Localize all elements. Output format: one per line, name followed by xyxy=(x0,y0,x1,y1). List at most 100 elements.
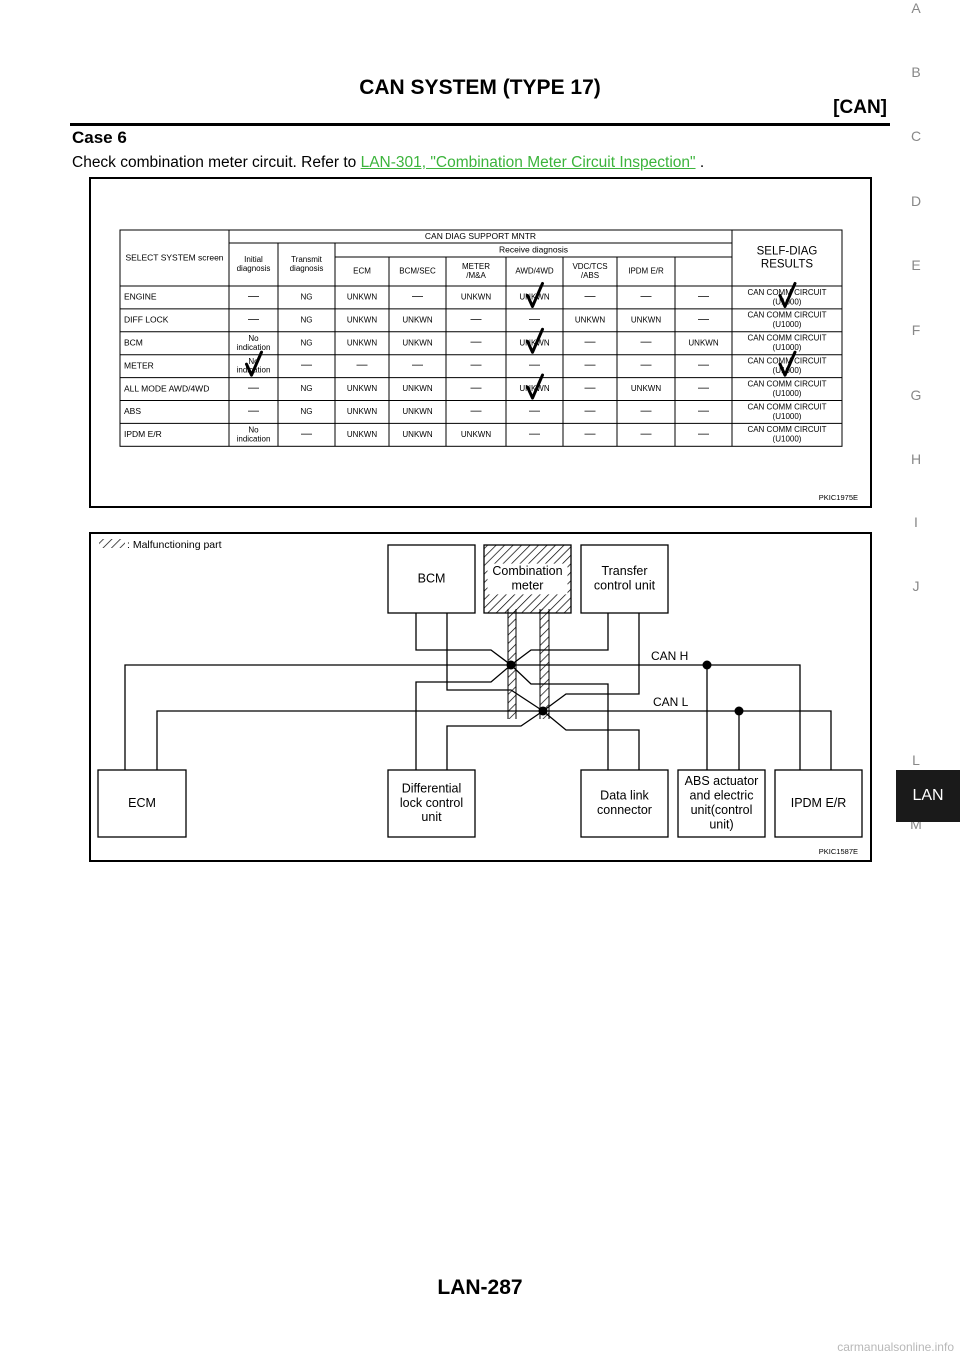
cell-value: No xyxy=(248,426,259,435)
check-mark-icon xyxy=(526,373,544,400)
page-title: CAN SYSTEM (TYPE 17) xyxy=(359,76,601,99)
ecm-unit: ECM xyxy=(97,769,187,838)
header-awd: AWD/4WD xyxy=(515,267,554,276)
unit-box xyxy=(580,544,669,614)
side-index-letter[interactable]: F xyxy=(911,322,921,338)
header-ipdm: IPDM E/R xyxy=(628,267,664,276)
header-transmit-diag: diagnosis xyxy=(290,264,324,273)
bcm-unit: BCM xyxy=(387,544,476,614)
transfer-can-h-wire xyxy=(510,609,609,666)
reference-link[interactable]: LAN-301, "Combination Meter Circuit Insp… xyxy=(360,154,696,171)
can-l-label: CAN L xyxy=(653,695,689,709)
instruction-text: Check combination meter circuit. Refer t… xyxy=(72,154,704,172)
section-tag: [CAN] xyxy=(833,97,887,118)
cell-value: NG xyxy=(301,384,313,393)
side-index-letter[interactable]: I xyxy=(914,514,918,530)
side-index-letter[interactable]: M xyxy=(910,816,922,832)
junction-dot xyxy=(506,660,516,670)
cell-value: UNKWN xyxy=(347,315,377,324)
figure-code: PKIC1587E xyxy=(818,847,858,856)
side-index-letter[interactable]: D xyxy=(910,193,922,209)
header-self-diag: RESULTS xyxy=(761,259,814,271)
cell-value: UNKWN xyxy=(631,315,661,324)
row-system-name: ENGINE xyxy=(124,292,157,302)
side-index-letter[interactable]: E xyxy=(911,257,921,273)
bus-wiring xyxy=(124,609,832,770)
row-self-diag-result: CAN COMM CIRCUIT xyxy=(747,357,826,366)
side-index-letter[interactable]: G xyxy=(910,387,922,403)
cell-dash: — xyxy=(585,290,596,302)
check-mark-icon xyxy=(245,350,263,377)
can-h-line-right xyxy=(511,664,801,770)
side-index-letter[interactable]: B xyxy=(911,64,921,80)
cell-dash: — xyxy=(641,336,652,348)
row-self-diag-result: CAN COMM CIRCUIT xyxy=(747,334,826,343)
unit-box xyxy=(677,769,766,838)
header-can-diag: CAN DIAG SUPPORT MNTR xyxy=(425,231,536,241)
cell-value: UNKWN xyxy=(347,293,377,302)
header-vdc: /ABS xyxy=(581,271,599,280)
cell-dash: — xyxy=(585,428,596,440)
cell-dash: — xyxy=(529,313,540,325)
table-border xyxy=(119,229,843,447)
dlc-can-l-wire xyxy=(542,710,640,770)
cell-value: UNKWN xyxy=(461,293,491,302)
row-system-name: BCM xyxy=(124,338,143,348)
cell-value: UNKWN xyxy=(402,430,432,439)
unit-box xyxy=(774,769,863,838)
side-index-letter[interactable]: H xyxy=(910,451,922,467)
cell-value: UNKWN xyxy=(347,384,377,393)
cell-dash: — xyxy=(412,290,423,302)
cell-value: UNKWN xyxy=(575,315,605,324)
check-mark-icon xyxy=(526,281,544,308)
cell-dash: — xyxy=(641,290,652,302)
cell-dash: — xyxy=(698,290,709,302)
instruction-suffix: . xyxy=(695,154,705,171)
cell-value: indication xyxy=(237,343,271,352)
row-self-diag-result: (U1000) xyxy=(773,343,802,352)
row-self-diag-result: CAN COMM CIRCUIT xyxy=(747,402,826,411)
side-index-active[interactable]: LAN xyxy=(896,770,960,822)
row-system-name: DIFF LOCK xyxy=(124,315,169,325)
cell-value: UNKWN xyxy=(402,315,432,324)
cell-dash: — xyxy=(641,428,652,440)
diff-can-l-wire xyxy=(446,710,544,770)
bcm-can-h-wire xyxy=(415,609,512,666)
dlc-can-h-wire xyxy=(510,664,609,770)
cell-value: UNKWN xyxy=(631,384,661,393)
side-index-letter[interactable]: J xyxy=(912,578,920,594)
junction-dot xyxy=(702,660,712,670)
legend-hatch-swatch xyxy=(99,539,125,548)
cell-value: indication xyxy=(237,434,271,443)
check-mark-icon xyxy=(778,281,797,308)
cell-dash: — xyxy=(248,382,259,394)
transfer-can-l-wire xyxy=(542,609,640,712)
row-self-diag-result: (U1000) xyxy=(773,435,802,444)
cell-value: UNKWN xyxy=(347,430,377,439)
cell-value: UNKWN xyxy=(347,338,377,347)
unit-label: IPDM E/R xyxy=(791,796,847,810)
row-self-diag-result: CAN COMM CIRCUIT xyxy=(747,288,826,297)
row-system-name: ALL MODE AWD/4WD xyxy=(124,383,209,393)
cell-dash: — xyxy=(301,428,312,440)
cell-dash: — xyxy=(471,382,482,394)
cell-value: UNKWN xyxy=(402,384,432,393)
cell-dash: — xyxy=(585,336,596,348)
side-index-letter[interactable]: C xyxy=(910,128,922,144)
cell-dash: — xyxy=(301,359,312,371)
row-self-diag-result: (U1000) xyxy=(773,389,802,398)
hatched-wire xyxy=(540,609,549,719)
unit-label: lock control xyxy=(400,796,463,810)
unit-label: unit) xyxy=(709,817,733,831)
unit-box xyxy=(387,544,476,614)
cell-dash: — xyxy=(471,405,482,417)
cell-value: UNKWN xyxy=(519,384,549,393)
unit-label: connector xyxy=(597,803,652,817)
side-index-letter[interactable]: A xyxy=(911,0,921,16)
side-index-letter[interactable]: L xyxy=(912,752,920,768)
